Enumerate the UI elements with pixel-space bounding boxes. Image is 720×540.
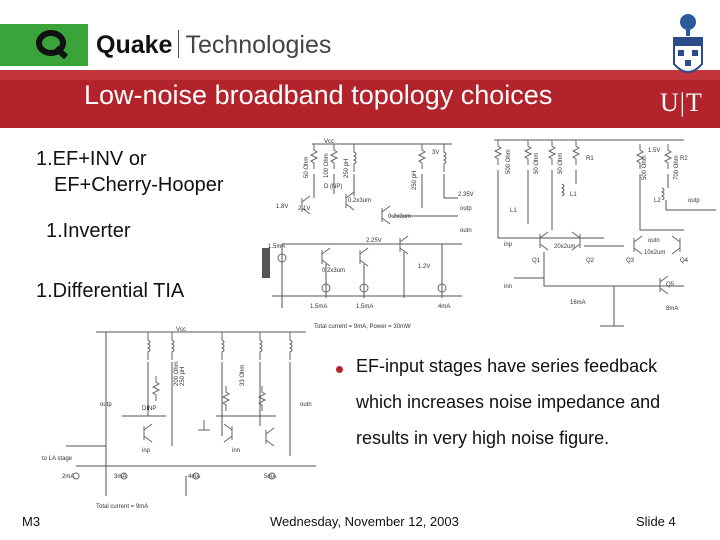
label-l250: 250 pH [344, 159, 350, 178]
label-i3: 4mA [188, 474, 200, 480]
label-size2: 10x2um [644, 250, 665, 256]
label-to-la: to LA stage [42, 456, 73, 462]
q-logo-icon [36, 30, 68, 60]
label-q3: Q3 [626, 258, 635, 264]
list-item-ef-inv-line2: EF+Cherry-Hooper [54, 174, 224, 196]
brand-light: Technologies [185, 31, 332, 59]
label-r50a: 50 Ohm [534, 153, 540, 174]
label-r250: 250 pH [412, 171, 418, 190]
label-r2: R2 [680, 156, 688, 162]
note-line-2: which increases noise impedance and [356, 392, 661, 412]
differential-tia-schematic: 500 Ohm 50 Ohm 50 Ohm 500 Ohm 700 Ohm 1.… [493, 139, 716, 327]
label-r330: 33 Ohm [240, 365, 246, 386]
label-i1: 2mA [62, 474, 74, 480]
label-q0: L1 [510, 208, 517, 214]
label-size1: 0.2x3um [348, 198, 371, 204]
label-3v: 3V [432, 150, 439, 156]
label-i3: 1.5mA [356, 304, 373, 310]
label-dnp: D (NP) [324, 184, 342, 190]
label-1-2v: 1.2V [418, 264, 430, 270]
note-line-1: EF-input stages have series feedback [356, 356, 658, 376]
label-r500a: 500 Ohm [506, 149, 512, 174]
footer-slide-number: Slide 4 [636, 514, 676, 529]
label-outn: outn [300, 402, 312, 408]
brand-divider [178, 30, 180, 58]
label-dnp: DINP [142, 406, 156, 412]
university-crest-icon [673, 14, 703, 73]
label-q5: Q5 [666, 282, 675, 288]
label-i4: 4mA [438, 304, 450, 310]
label-r50b: 50 Ohm [558, 153, 564, 174]
label-outp: outp [460, 206, 472, 212]
label-vcc: Vcc [176, 327, 186, 333]
label-i4: 5mA [264, 474, 276, 480]
label-inn: inn [504, 284, 512, 290]
label-size1: 20x2um [554, 244, 575, 250]
label-i2: 8mA [666, 306, 678, 312]
list-item-ef-inv-line1: 1.EF+INV or [36, 148, 147, 170]
brand-bold: Quake [96, 31, 173, 59]
label-outn: outn [648, 238, 660, 244]
label-q1: Q1 [532, 258, 541, 264]
label-size3: 0.2x3um [322, 268, 345, 274]
label-outp: outp [688, 198, 700, 204]
title-bar [0, 70, 720, 128]
inverter-schematic: Vcc 200 Ohm 250 pH 33 Ohm outp outn DINP… [42, 327, 316, 510]
label-l1: L1 [570, 192, 577, 198]
label-inp: inp [142, 448, 151, 454]
label-vcc: Vcc [324, 139, 334, 145]
label-i2: 1.5mA [310, 304, 327, 310]
label-l2: L2 [654, 198, 661, 204]
company-name: Quake Technologies [96, 30, 331, 60]
label-r250: 250 pH [180, 367, 186, 386]
label-outn: outn [460, 228, 472, 234]
label-r500b: 500 Ohm [642, 155, 648, 180]
list-item-differential-tia: 1.Differential TIA [36, 280, 185, 302]
ef-inverter-schematic: Vcc 50 Ohm 100 Ohm 250 pH 250 pH 3V D (N… [262, 139, 474, 330]
label-total: Total current = 9mA [96, 504, 148, 510]
label-1-5v: 1.5V [648, 148, 660, 154]
note-line-3: results in very high noise figure. [356, 428, 610, 448]
label-r50: 50 Ohm [304, 157, 310, 178]
label-size2: 0.2x3um [388, 214, 411, 220]
label-inp: inp [504, 242, 513, 248]
label-2-25v: 2.25V [366, 238, 382, 244]
label-i1: 1.5mA [268, 244, 285, 250]
note-bullet-icon [336, 366, 343, 373]
label-1-8v: 1.8V [276, 204, 288, 210]
label-r700: 700 Ohm [674, 155, 680, 180]
label-q2: Q2 [586, 258, 595, 264]
label-total-power: Total current = 9mA, Power = 30mW [314, 324, 411, 330]
label-q4: Q4 [680, 258, 689, 264]
quake-logo-mark [0, 24, 88, 66]
label-2-1v: 2.1V [298, 206, 310, 212]
label-2-35v: 2.35V [458, 192, 474, 198]
footer-date: Wednesday, November 12, 2003 [270, 514, 459, 529]
list-item-inverter: 1.Inverter [46, 220, 131, 242]
label-r1: R1 [586, 156, 594, 162]
label-i1: 16mA [570, 300, 586, 306]
label-i2: 3mA [114, 474, 126, 480]
list-item-ef-inv: 1.EF+INV or EF+Cherry-Hooper [36, 146, 224, 198]
footer-section-label: M3 [22, 514, 41, 529]
slide-title: Low-noise broadband topology choices [84, 80, 553, 110]
label-inn: inn [232, 448, 240, 454]
label-r100: 100 Ohm [324, 153, 330, 178]
label-r200: 200 Ohm [174, 361, 180, 386]
ut-logo: U|T [660, 88, 703, 117]
